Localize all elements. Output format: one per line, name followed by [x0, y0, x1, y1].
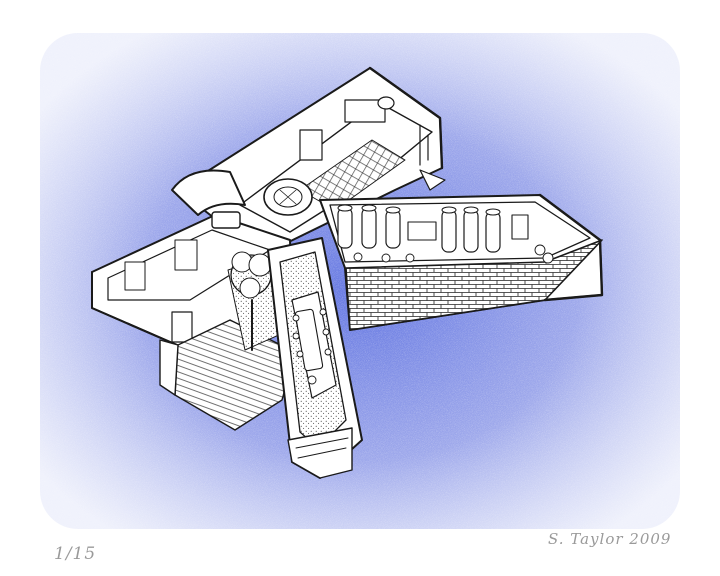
building-cutaway [91, 66, 604, 479]
skylight-dome-icon [171, 169, 313, 229]
right-wing [319, 194, 603, 331]
dining-table-icon [292, 308, 332, 385]
edition-number: 1/15 [54, 544, 97, 564]
artist-signature: S. Taylor 2009 [548, 530, 672, 548]
front-wing [267, 237, 363, 479]
vats-icon [337, 204, 501, 253]
